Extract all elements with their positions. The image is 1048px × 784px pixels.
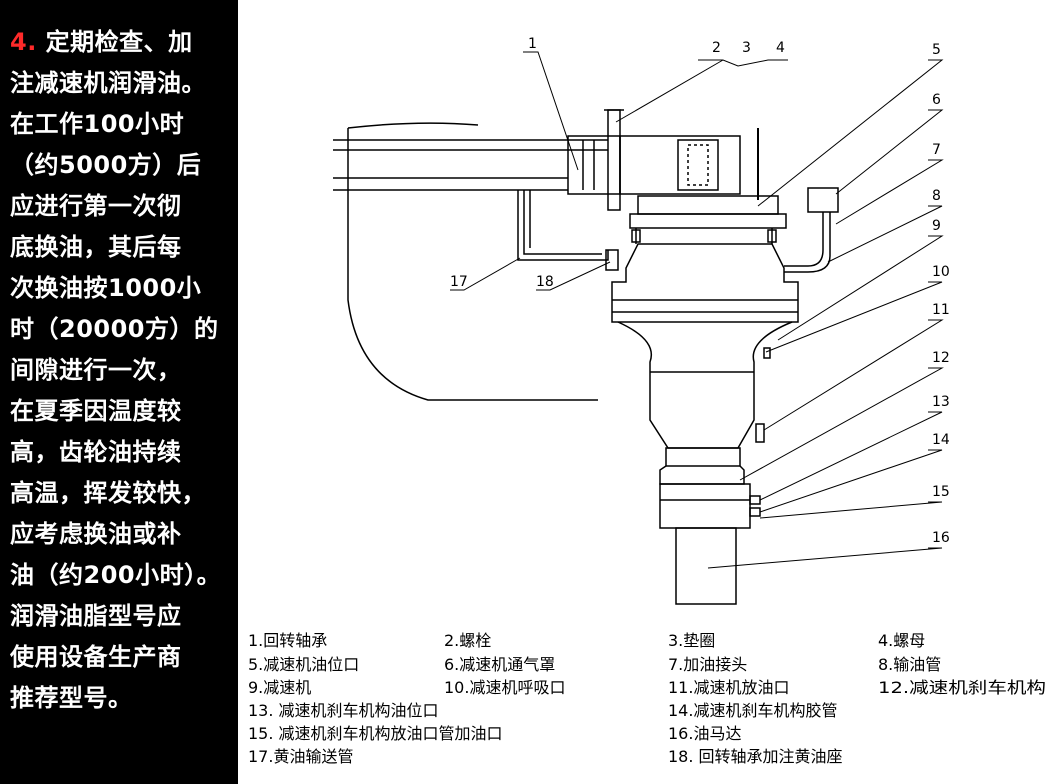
legend-item-11: 11.减速机放油口 [668,678,789,697]
callout-5: 5 [932,42,941,58]
legend-item-2: 2.螺栓 [444,631,491,650]
callout-12: 12 [932,350,950,366]
legend-item-16: 16.油马达 [668,724,741,743]
callout-4: 4 [776,40,785,56]
instruction-text: 4. 定期检查、加 注减速机润滑油。 在工作100小时 （约5000方）后 应进… [10,22,246,719]
leader-lines [450,51,944,569]
legend-item-7: 7.加油接头 [668,655,747,674]
legend-item-17: 17.黄油输送管 [248,747,353,766]
legend-item-13: 13. 减速机刹车机构油位口 [248,701,439,720]
callout-6: 6 [932,92,941,108]
callout-14: 14 [932,432,950,448]
instruction-panel: 4. 定期检查、加 注减速机润滑油。 在工作100小时 （约5000方）后 应进… [0,0,238,784]
callout-2: 2 [712,40,721,56]
parts-legend: 1.回转轴承 2.螺栓 3.垫圈 4.螺母 5.减速机油位口 6.减速机通气罩 … [248,631,1046,766]
legend-item-8: 8.输油管 [878,655,941,674]
diagram-panel: 1 2 3 4 5 6 7 8 9 10 11 12 13 14 15 16 1… [238,0,1048,784]
legend-item-6: 6.减速机通气罩 [444,655,555,674]
legend-item-12: 12.减速机刹车机构 [878,678,1046,697]
callout-17: 17 [450,274,468,290]
legend-item-15: 15. 减速机刹车机构放油口管加油口 [248,724,503,743]
callout-8: 8 [932,188,941,204]
legend-item-3: 3.垫圈 [668,631,715,650]
legend-item-4: 4.螺母 [878,631,925,650]
legend-item-10: 10.减速机呼吸口 [444,678,565,697]
legend-item-1: 1.回转轴承 [248,631,327,650]
callout-13: 13 [932,394,950,410]
callout-18: 18 [536,274,554,290]
callout-11: 11 [932,302,950,318]
legend-item-14: 14.减速机刹车机构胶管 [668,701,837,720]
callout-15: 15 [932,484,950,500]
callout-10: 10 [932,264,950,280]
instruction-body: 定期检查、加 注减速机润滑油。 在工作100小时 （约5000方）后 应进行第一… [10,28,222,712]
callout-7: 7 [932,142,941,158]
callout-1: 1 [528,36,537,52]
callout-16: 16 [932,530,950,546]
callout-9: 9 [932,218,941,234]
legend-item-5: 5.减速机油位口 [248,655,359,674]
diagram-drawing [333,109,839,605]
reducer-diagram: 1 2 3 4 5 6 7 8 9 10 11 12 13 14 15 16 1… [248,36,1046,766]
legend-item-9: 9.减速机 [248,678,311,697]
step-number: 4. [10,28,37,56]
legend-item-18: 18. 回转轴承加注黄油座 [668,747,843,766]
callout-3: 3 [742,40,751,56]
